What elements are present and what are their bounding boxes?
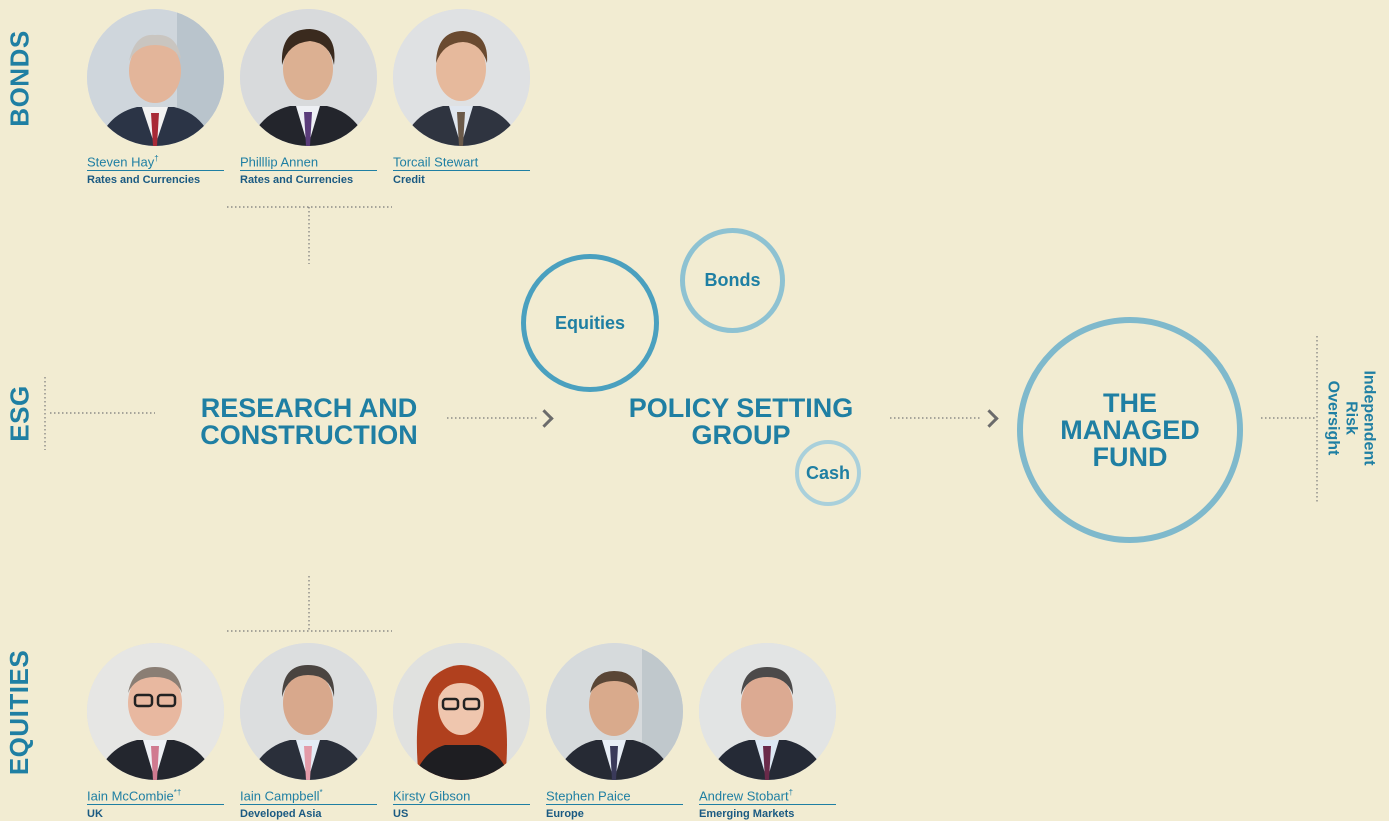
portrait-photo: [393, 643, 530, 780]
person-role: Rates and Currencies: [240, 174, 354, 187]
bonds-circle: Bonds: [680, 228, 785, 333]
team-member-stephen-paice: Stephen Paice Europe: [546, 643, 683, 821]
team-member-iain-mccombie: Iain McCombie*† UK: [87, 643, 224, 821]
person-role: Europe: [546, 808, 584, 821]
arrow-to-fund-icon: [980, 409, 999, 428]
person-role: Emerging Markets: [699, 808, 795, 821]
person-role: UK: [87, 808, 103, 821]
team-member-kirsty-gibson: Kirsty Gibson US: [393, 643, 530, 821]
portrait-photo: [546, 643, 683, 780]
person-name: Andrew Stobart†: [699, 785, 836, 806]
portrait-photo: [87, 643, 224, 780]
person-name: Kirsty Gibson: [393, 785, 530, 806]
research-and-construction-label: RESEARCH AND CONSTRUCTION: [200, 393, 418, 450]
person-role: Credit: [393, 174, 425, 187]
team-member-philllip-annen: Philllip Annen Rates and Currencies: [240, 9, 377, 187]
portrait-photo: [87, 9, 224, 146]
person-name: Iain Campbell*: [240, 785, 377, 806]
cash-circle: Cash: [795, 440, 861, 506]
person-name: Steven Hay†: [87, 151, 224, 172]
team-member-torcail-stewart: Torcail Stewart Credit: [393, 9, 530, 187]
person-role: US: [393, 808, 409, 821]
portrait-photo: [240, 643, 377, 780]
person-name: Stephen Paice: [546, 785, 683, 806]
person-role: Rates and Currencies: [87, 174, 201, 187]
team-member-andrew-stobart: Andrew Stobart† Emerging Markets: [699, 643, 836, 821]
equities-circle: Equities: [521, 254, 659, 392]
portrait-photo: [393, 9, 530, 146]
team-member-iain-campbell: Iain Campbell* Developed Asia: [240, 643, 377, 821]
portrait-photo: [240, 9, 377, 146]
policy-setting-group-label: POLICY SETTING GROUP: [628, 393, 854, 450]
person-role: Developed Asia: [240, 808, 322, 821]
managed-fund-label: THE MANAGED FUND: [1060, 387, 1200, 472]
portrait-photo: [699, 643, 836, 780]
managed-fund-circle: THE MANAGED FUND: [1017, 317, 1243, 543]
person-name: Torcail Stewart: [393, 151, 530, 172]
team-member-steven-hay: Steven Hay† Rates and Currencies: [87, 9, 224, 187]
arrow-to-policy-icon: [535, 409, 554, 428]
person-name: Philllip Annen: [240, 151, 377, 172]
person-name: Iain McCombie*†: [87, 785, 224, 806]
